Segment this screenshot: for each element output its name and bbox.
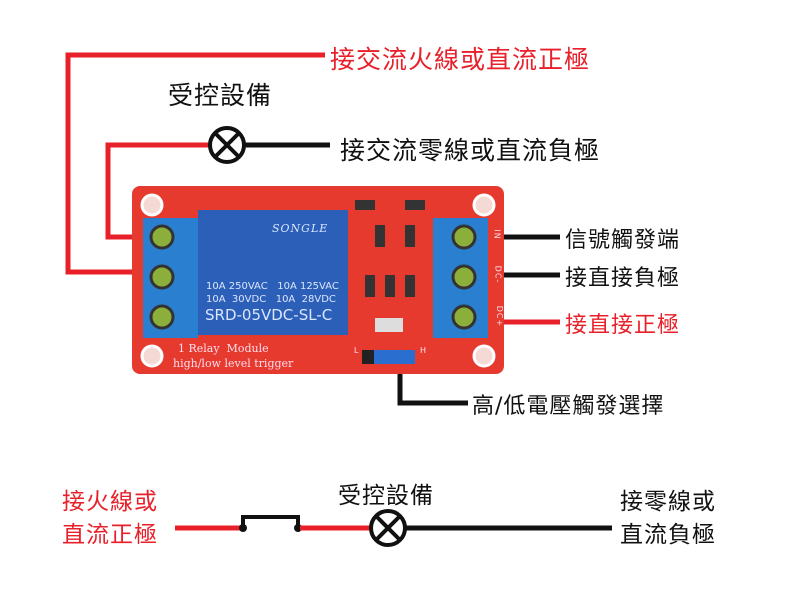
wire-live [65, 52, 325, 275]
pin-dc-plus: DC+ [495, 305, 505, 328]
jumper-l: L [354, 346, 360, 355]
jumper-h: H [420, 346, 428, 355]
label-dc-positive: 接直接正極 [565, 313, 681, 338]
relay-rating-2: 10A 30VDC 10A 28VDC [206, 294, 336, 305]
relay [198, 210, 348, 335]
switch-icon [239, 515, 302, 532]
bottom-label-right-1: 接零線或 [620, 489, 716, 515]
bottom-label-left-1: 接火線或 [62, 489, 158, 515]
relay-board [132, 186, 504, 374]
label-signal-trigger: 信號觸發端 [565, 228, 681, 253]
label-controlled-device: 受控設備 [168, 81, 273, 110]
lamp-icon [208, 126, 246, 164]
wire-lamp-red [105, 142, 210, 240]
bottom-label-device: 受控設備 [338, 483, 434, 509]
board-title-1: 1 Relay Module [178, 342, 269, 355]
bottom-lamp-icon [369, 509, 407, 547]
pin-in: IN [492, 229, 502, 240]
pin-dc-minus: DC- [493, 265, 503, 284]
bottom-label-left-2: 直流正極 [62, 522, 158, 548]
relay-brand: SONGLE [272, 222, 329, 235]
bottom-label-right-2: 直流負極 [620, 522, 716, 548]
relay-rating-1: 10A 250VAC 10A 125VAC [206, 281, 339, 292]
label-level-select: 高/低電壓觸發選擇 [472, 394, 665, 419]
label-live-dc-positive: 接交流火線或直流正極 [330, 45, 591, 74]
board-title-2: high/low level trigger [173, 357, 294, 370]
label-neutral-dc-negative: 接交流零線或直流負極 [340, 136, 601, 165]
jumper [365, 350, 415, 364]
wire-jumper [397, 365, 468, 406]
relay-model: SRD-05VDC-SL-C [205, 306, 333, 324]
label-dc-negative: 接直接負極 [565, 266, 681, 291]
